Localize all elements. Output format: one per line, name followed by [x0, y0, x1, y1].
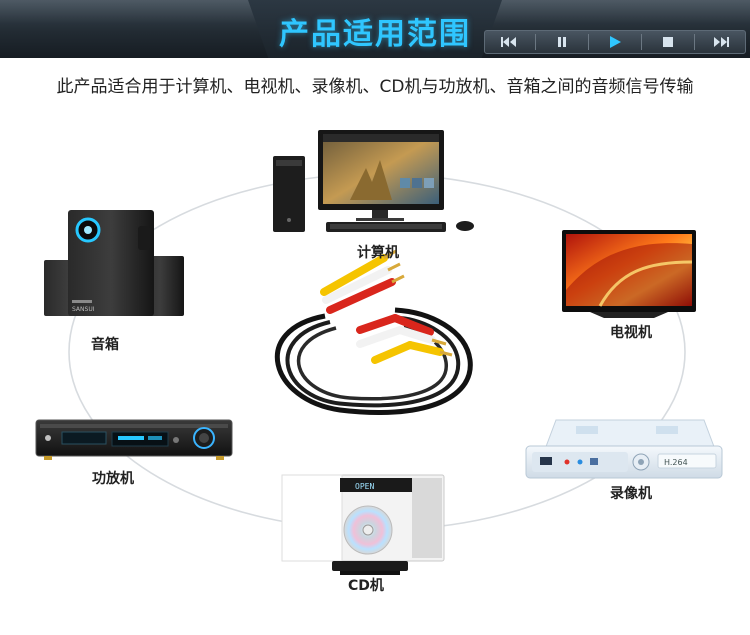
speaker-brand-text: SANSUI [72, 306, 95, 313]
title-tab [248, 0, 502, 58]
page-title: 产品适用范围 [279, 17, 471, 52]
play-icon [610, 36, 621, 48]
recorder-badge-text: H.264 [664, 458, 688, 467]
speakers-label: 音箱 [91, 337, 119, 353]
recorder-image: H.264 [525, 419, 723, 479]
stop-icon [663, 37, 673, 47]
rca-cable-image [274, 249, 473, 415]
computer-image [273, 130, 474, 232]
fast-forward-icon [714, 37, 729, 47]
product-usage-description: 此产品适合用于计算机、电视机、录像机、CD机与功放机、音箱之间的音频信号传输 [56, 77, 694, 97]
tv-label: 电视机 [610, 325, 652, 341]
tv-image [562, 230, 696, 318]
header-bar: 产品适用范围 [0, 0, 750, 58]
play-button[interactable] [593, 32, 637, 52]
cd-display-text: OPEN [355, 482, 374, 491]
rewind-button[interactable] [487, 32, 531, 52]
computer-label: 计算机 [357, 245, 399, 261]
control-divider [694, 34, 695, 50]
stop-button[interactable] [646, 32, 690, 52]
media-controls [484, 30, 746, 54]
recorder-label: 录像机 [610, 486, 652, 502]
control-divider [641, 34, 642, 50]
cd-player-image: OPEN [281, 474, 445, 575]
fast-forward-button[interactable] [699, 32, 743, 52]
control-divider [535, 34, 536, 50]
amplifier-image [35, 419, 233, 460]
speakers-image: SANSUI [44, 210, 184, 316]
pause-button[interactable] [540, 32, 584, 52]
cd-player-label: CD机 [348, 578, 384, 594]
pause-icon [558, 37, 566, 47]
rewind-icon [501, 37, 516, 47]
control-divider [588, 34, 589, 50]
amplifier-label: 功放机 [92, 471, 134, 487]
